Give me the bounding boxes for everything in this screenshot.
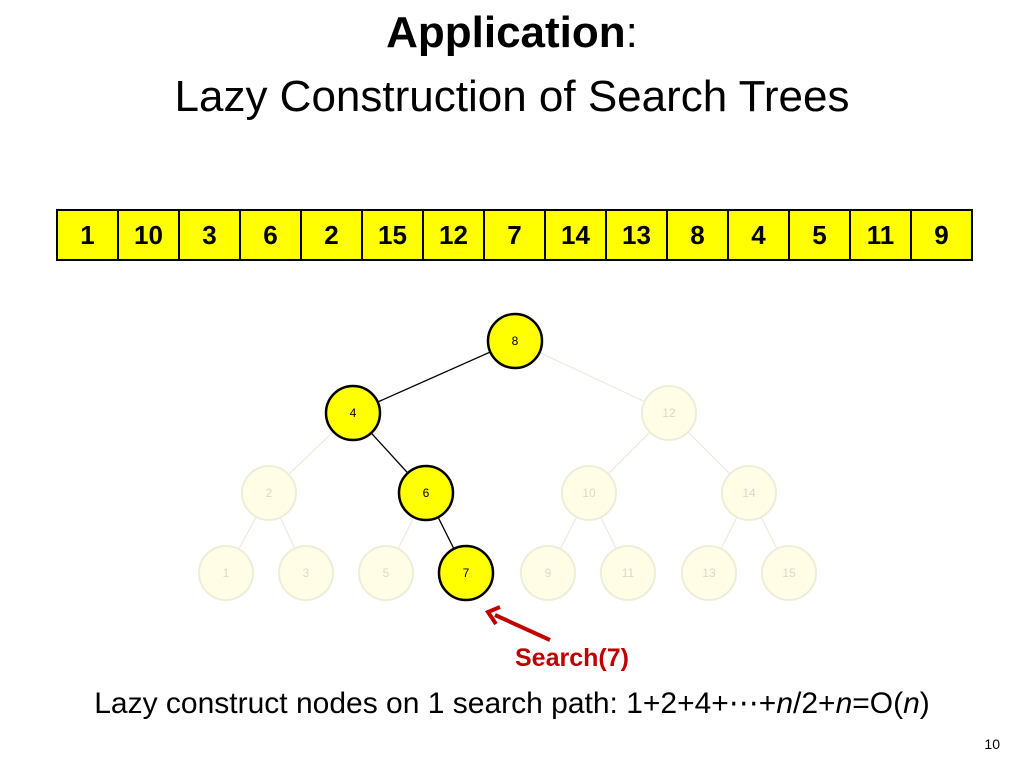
caption: Lazy construct nodes on 1 search path: 1… <box>0 684 1024 724</box>
tree-node-circle <box>681 545 737 601</box>
array-cell: 11 <box>851 211 912 259</box>
tree-node-circle <box>486 312 544 370</box>
title-application: Application <box>386 8 626 57</box>
slide-title-line1: Application: <box>0 6 1024 60</box>
search-arrow-icon <box>484 605 551 642</box>
tree-node-label: 1 <box>223 566 230 580</box>
tree-node-circle <box>641 385 697 441</box>
tree-node-circle <box>721 465 777 521</box>
tree-node: 14 <box>721 465 777 521</box>
tree-node: 3 <box>278 545 334 601</box>
tree-node-label: 3 <box>303 566 310 580</box>
tree-node: 7 <box>437 544 495 602</box>
array-cell: 8 <box>668 211 729 259</box>
tree-node-label: 9 <box>545 566 552 580</box>
tree-node: 2 <box>241 465 297 521</box>
tree-node-circle <box>437 544 495 602</box>
caption-mid2: =O( <box>852 687 904 720</box>
tree-node-label: 4 <box>350 406 357 420</box>
tree-node: 5 <box>358 545 414 601</box>
array-cell: 1 <box>58 211 119 259</box>
array-cell: 9 <box>912 211 971 259</box>
tree-edge <box>514 340 670 414</box>
tree-node-circle <box>761 545 817 601</box>
tree-edge <box>352 340 516 414</box>
array-cell: 14 <box>546 211 607 259</box>
array-cell: 2 <box>302 211 363 259</box>
caption-mid: /2+ <box>793 687 836 720</box>
tree-node: 1 <box>198 545 254 601</box>
tree-node-circle <box>278 545 334 601</box>
tree-node-circle <box>324 384 382 442</box>
tree-node-label: 2 <box>266 486 273 500</box>
tree-node-label: 8 <box>512 334 519 348</box>
caption-n1: n <box>776 687 794 720</box>
caption-suffix: ) <box>919 687 930 720</box>
tree-node: 12 <box>641 385 697 441</box>
tree-node: 9 <box>520 545 576 601</box>
tree-node: 4 <box>324 384 382 442</box>
search-label: Search(7) <box>515 644 629 672</box>
tree-node-circle <box>198 545 254 601</box>
tree-node: 13 <box>681 545 737 601</box>
tree-node: 10 <box>561 465 617 521</box>
tree-node-circle <box>520 545 576 601</box>
page-number: 10 <box>984 736 1000 752</box>
slide-title-line2: Lazy Construction of Search Trees <box>174 72 850 121</box>
array-cell: 6 <box>241 211 302 259</box>
array-cell: 15 <box>363 211 424 259</box>
tree-node-label: 10 <box>582 486 596 500</box>
tree-node-label: 11 <box>622 566 635 580</box>
caption-n3: n <box>903 687 920 720</box>
tree-node-label: 7 <box>463 566 470 580</box>
array-cell: 3 <box>180 211 241 259</box>
tree-node: 6 <box>397 464 455 522</box>
tree-node-label: 6 <box>423 486 430 500</box>
tree-node-label: 15 <box>782 566 796 580</box>
array-cell: 7 <box>485 211 546 259</box>
tree-node-circle <box>397 464 455 522</box>
tree-node-circle <box>600 545 656 601</box>
array-cell: 10 <box>119 211 180 259</box>
caption-prefix: Lazy construct nodes on 1 search path: 1… <box>94 687 777 720</box>
tree-node-label: 14 <box>742 486 756 500</box>
caption-n2: n <box>835 687 853 720</box>
tree-node: 15 <box>761 545 817 601</box>
array-cell: 4 <box>729 211 790 259</box>
tree-node-circle <box>561 465 617 521</box>
title-colon: : <box>625 8 638 57</box>
tree-node-circle <box>241 465 297 521</box>
tree-node-label: 5 <box>383 566 390 580</box>
tree-node-label: 12 <box>662 406 676 420</box>
array-cell: 13 <box>607 211 668 259</box>
array-cell: 12 <box>424 211 485 259</box>
tree-node: 11 <box>600 545 656 601</box>
tree-node-label: 13 <box>702 566 716 580</box>
array-cell: 5 <box>790 211 851 259</box>
tree-node: 8 <box>486 312 544 370</box>
tree-node-circle <box>358 545 414 601</box>
